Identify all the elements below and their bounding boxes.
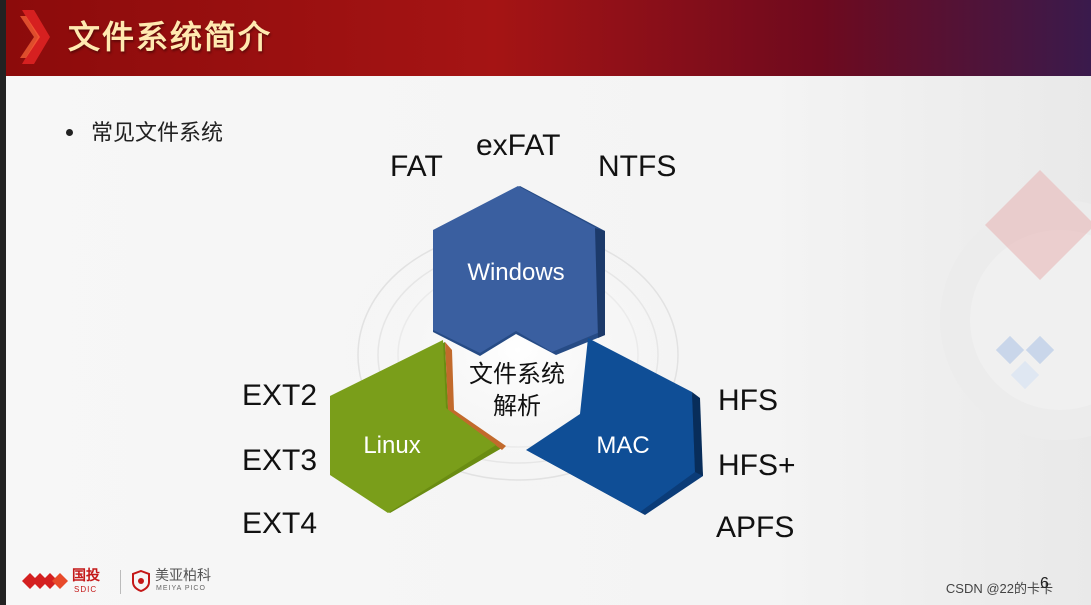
sdic-logo-icon — [22, 573, 68, 589]
fs-label-hfs-plus: HFS+ — [718, 449, 796, 482]
bullet-dot — [66, 128, 73, 136]
fs-label-ext3: EXT3 — [242, 444, 318, 477]
filesystem-diagram: Windows Linux MAC 文件系统 解析 — [330, 186, 703, 515]
center-label-line-2: 解析 — [493, 392, 541, 420]
mac-segment: MAC — [526, 338, 703, 515]
bullet-item: 常见文件系统 — [66, 118, 223, 150]
bullet-text: 常见文件系统 — [91, 121, 224, 146]
sdic-brand-cn: 国投 — [72, 568, 100, 584]
center-label-line-1: 文件系统 — [469, 360, 565, 388]
fs-label-hfs: HFS — [718, 384, 778, 417]
fs-label-ext4: EXT4 — [242, 507, 318, 540]
fs-label-ntfs: NTFS — [598, 150, 677, 183]
chevron-icon — [20, 10, 50, 64]
linux-label: Linux — [363, 432, 420, 459]
left-edge-bar — [0, 0, 6, 605]
meiya-brand-cn: 美亚柏科 — [155, 568, 211, 584]
mac-label: MAC — [596, 432, 649, 459]
decorative-background-graphic — [940, 170, 1091, 440]
fs-label-exfat: exFAT — [476, 129, 561, 162]
footer-divider — [120, 570, 121, 594]
sdic-brand-en: SDIC — [74, 585, 98, 594]
title-bar: 文件系统简介 — [6, 0, 1091, 76]
page-number: 6 — [1040, 575, 1049, 592]
meiya-brand-en: MEIYA PICO — [156, 585, 206, 592]
slide-title: 文件系统简介 — [68, 18, 273, 56]
fs-label-apfs: APFS — [716, 511, 795, 544]
fs-label-fat: FAT — [390, 150, 443, 183]
windows-label: Windows — [467, 259, 564, 286]
windows-segment: Windows — [433, 186, 605, 356]
csdn-watermark: CSDN @22的卡卡 — [945, 581, 1053, 596]
center-label: 文件系统 解析 — [469, 360, 565, 420]
fs-label-ext2: EXT2 — [242, 379, 318, 412]
meiya-shield-icon — [132, 570, 150, 592]
linux-segment: Linux — [330, 340, 506, 513]
